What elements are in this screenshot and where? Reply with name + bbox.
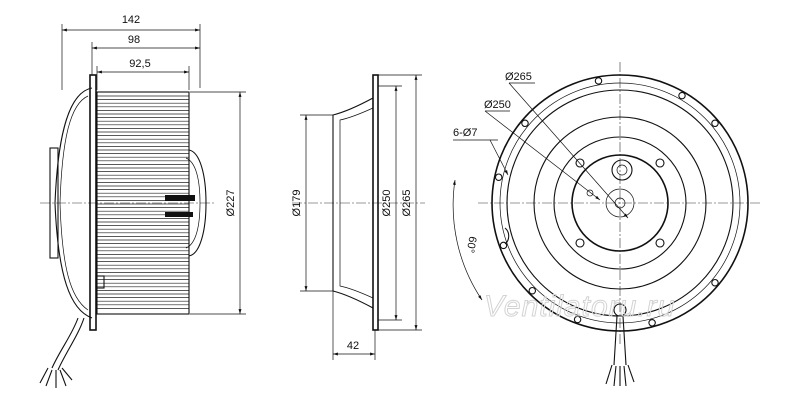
dim-42-label: 42 bbox=[347, 340, 359, 352]
mounting-hole bbox=[711, 119, 719, 128]
side-view: 142 98 92,5 Ø227 bbox=[39, 14, 246, 388]
watermark-text: Ventilatoru.ru bbox=[484, 290, 675, 323]
dim-265-label: Ø265 bbox=[401, 190, 413, 217]
mounting-hole bbox=[528, 286, 537, 295]
screw-hole bbox=[655, 158, 665, 168]
mounting-hole bbox=[678, 91, 686, 100]
mounting-holes bbox=[494, 77, 719, 327]
mounting-hole bbox=[499, 241, 508, 250]
front-view: Ø265 Ø250 6-Ø7 60° bbox=[452, 62, 760, 387]
dim-179-label: Ø179 bbox=[291, 190, 303, 217]
inlet-ring-view: Ø179 Ø250 Ø265 42 bbox=[291, 74, 425, 360]
mounting-hole bbox=[594, 77, 603, 85]
screw-hole bbox=[575, 158, 585, 168]
dim-250-label: Ø250 bbox=[381, 190, 393, 217]
dim-227-label: Ø227 bbox=[225, 190, 237, 217]
front-holes-label: 6-Ø7 bbox=[453, 127, 477, 139]
screw-hole bbox=[655, 238, 665, 248]
mounting-hole bbox=[648, 319, 656, 327]
dim-92-5-label: 92,5 bbox=[129, 58, 150, 70]
impeller-blades bbox=[97, 95, 189, 309]
center-pin bbox=[586, 189, 594, 197]
angle-60-label: 60° bbox=[464, 235, 479, 253]
connector-gear bbox=[611, 159, 633, 181]
mounting-hole bbox=[573, 315, 582, 324]
mounting-hole bbox=[521, 119, 529, 128]
front-250-label: Ø250 bbox=[484, 99, 511, 111]
mounting-hole bbox=[494, 173, 503, 181]
dim-98-label: 98 bbox=[128, 34, 140, 46]
dim-142-label: 142 bbox=[122, 14, 140, 26]
mounting-hole bbox=[711, 278, 719, 287]
screw-hole bbox=[575, 238, 585, 248]
front-265-label: Ø265 bbox=[505, 71, 532, 83]
